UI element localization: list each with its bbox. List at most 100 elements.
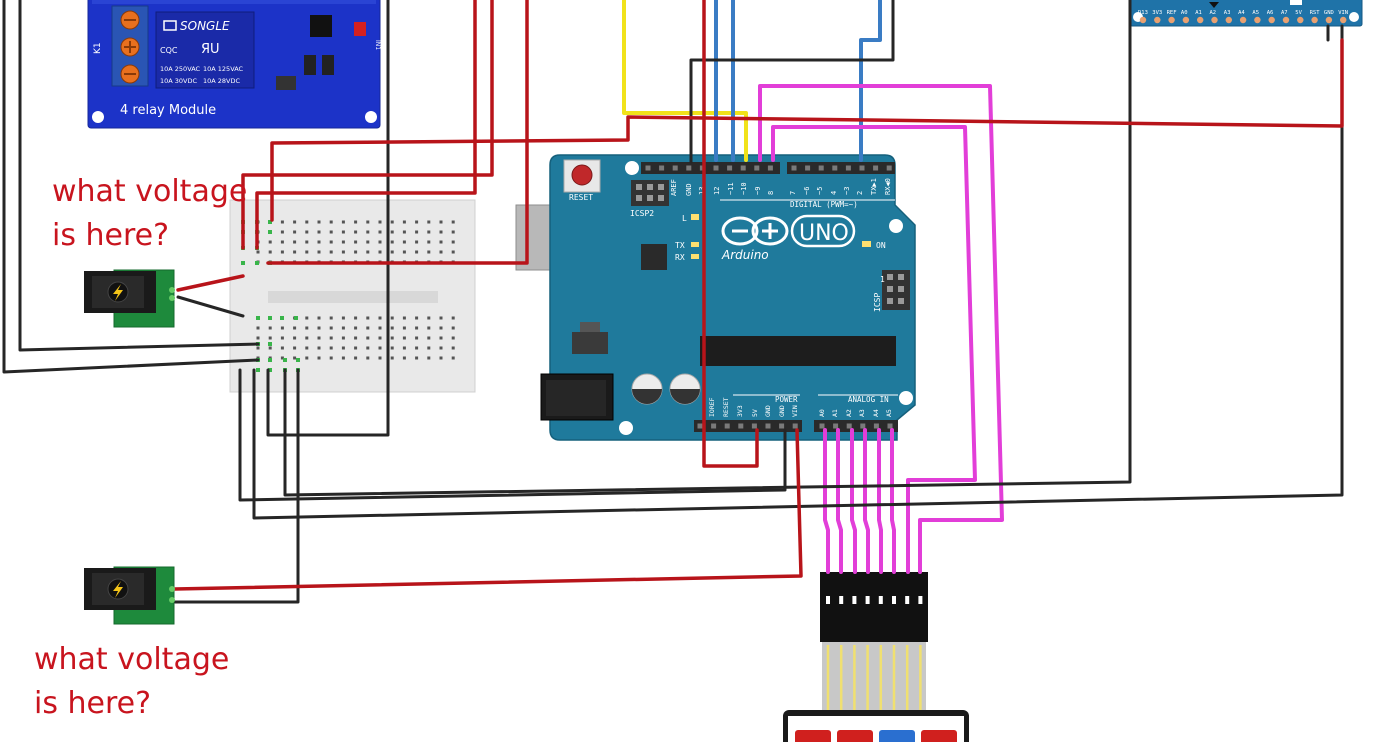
header-pin [711, 423, 717, 429]
keypad-connector [820, 572, 928, 642]
breadboard-hole [256, 326, 260, 330]
red-wire [270, 38, 1344, 222]
header-pin [727, 165, 733, 171]
nano-pin-label: A2 [1210, 10, 1217, 16]
svg-text:1: 1 [880, 275, 885, 284]
nano-pin-label: A4 [1238, 10, 1245, 16]
mounting-hole [92, 111, 104, 123]
breadboard-hole [402, 250, 406, 254]
header-pin [697, 423, 703, 429]
breadboard-hole [366, 220, 370, 224]
connector-pin [918, 596, 923, 604]
breadboard-hole-connected [296, 358, 300, 362]
digital-pin-label: 2 [856, 191, 864, 195]
breadboard-hole [354, 240, 358, 244]
nano-pin [1139, 16, 1147, 24]
breadboard-hole [366, 240, 370, 244]
breadboard [229, 199, 476, 393]
header-pin [887, 274, 893, 280]
header-pin [636, 195, 642, 201]
breadboard-hole [427, 240, 431, 244]
breadboard-hole [329, 220, 333, 224]
red-wire [266, 0, 529, 265]
breadboard-hole-connected [268, 220, 272, 224]
breadboard-hole [305, 346, 309, 350]
breadboard-hole [439, 336, 443, 340]
magenta-wire [836, 428, 843, 574]
breadboard-hole [329, 346, 333, 350]
header-pin [859, 165, 865, 171]
header-pin [833, 423, 839, 429]
breadboard-hole [451, 346, 455, 350]
input-label-in1: IN1 [374, 40, 381, 50]
nano-pin-label: 5V [1295, 10, 1302, 16]
red-wire [255, 0, 477, 250]
gnd-label: GND [685, 183, 693, 196]
rating-line: 10A 30VDC [160, 77, 198, 85]
breadboard-hole [256, 346, 260, 350]
breadboard-hole [451, 326, 455, 330]
breadboard-hole [317, 346, 321, 350]
breadboard-hole [305, 230, 309, 234]
breadboard-hole [268, 250, 272, 254]
black-wire [266, 0, 390, 437]
digital-pin-label: 7 [789, 191, 797, 195]
breadboard-hole [415, 316, 419, 320]
header-pin [792, 423, 798, 429]
breadboard-hole [427, 220, 431, 224]
connector-pin [852, 596, 857, 604]
breadboard-hole-connected [268, 342, 272, 346]
digital-pin-label: 4 [830, 191, 838, 195]
magenta-wire [863, 428, 870, 574]
icsp2-label: ICSP2 [630, 209, 654, 218]
rating-line: 10A 250VAC [160, 65, 201, 73]
nano-pin-label: GND [1324, 10, 1334, 16]
breadboard-hole [390, 240, 394, 244]
black-wire [2, 0, 260, 374]
header-pin [713, 165, 719, 171]
breadboard-hole [280, 326, 284, 330]
nano-pin-label: A5 [1252, 10, 1259, 16]
header-pin [846, 423, 852, 429]
header-pin [898, 274, 904, 280]
breadboard-hole [293, 346, 297, 350]
digital-header-right [787, 162, 895, 174]
breadboard-hole [366, 316, 370, 320]
led-indicator [354, 22, 366, 36]
breadboard-hole [378, 346, 382, 350]
analog-header [814, 420, 898, 432]
breadboard-hole [427, 346, 431, 350]
header-pin [887, 423, 893, 429]
magenta-wire [823, 428, 830, 574]
nano-pin-label: A0 [1181, 10, 1188, 16]
breadboard-hole [280, 336, 284, 340]
ul-mark-icon: ЯU [201, 42, 220, 57]
blue-wire [859, 0, 882, 162]
header-pin [765, 423, 771, 429]
nano-pin-label: A3 [1224, 10, 1231, 16]
power-header-label: POWER [775, 395, 798, 404]
rating-line: 10A 125VAC [203, 65, 244, 73]
breadboard-hole [268, 346, 272, 350]
digital-pin-label: ~3 [843, 187, 851, 195]
breadboard-hole [341, 346, 345, 350]
breadboard-hole-connected [268, 368, 272, 372]
breadboard-hole [427, 326, 431, 330]
header-pin [686, 165, 692, 171]
arduino-brand-label: Arduino [721, 248, 769, 262]
question-line: what voltage [52, 174, 248, 209]
wires [2, 0, 1344, 604]
header-pin [845, 165, 851, 171]
breadboard-hole [317, 326, 321, 330]
nano-pin-label: RST [1310, 10, 1321, 16]
breadboard-hole [451, 250, 455, 254]
breadboard-hole [402, 336, 406, 340]
breadboard-hole [329, 326, 333, 330]
breadboard-hole [378, 220, 382, 224]
breadboard-hole [378, 336, 382, 340]
breadboard-hole [354, 230, 358, 234]
breadboard-hole [415, 336, 419, 340]
analog-pin-label: A4 [872, 409, 880, 417]
